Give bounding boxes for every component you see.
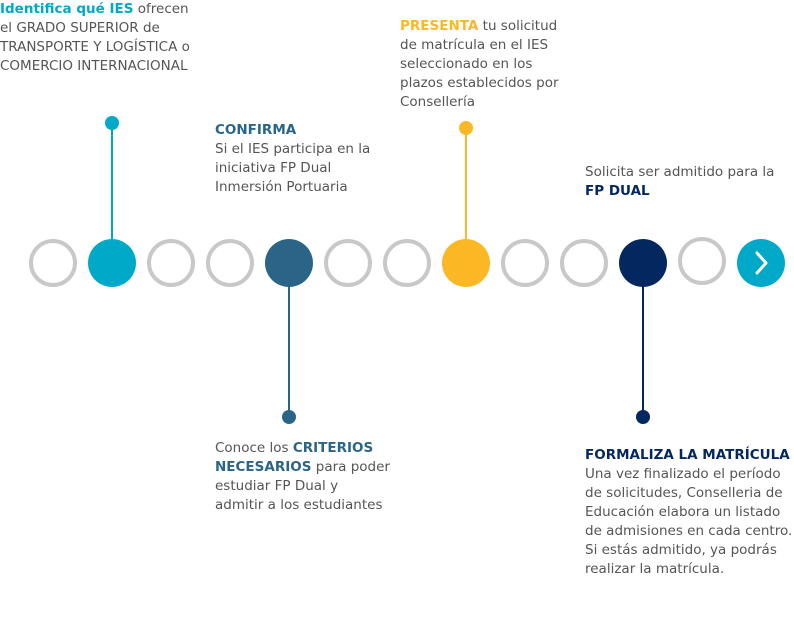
timeline-node — [560, 239, 608, 287]
step-formaliza-text: FORMALIZA LA MATRÍCULA Una vez finalizad… — [585, 446, 794, 579]
step-conoce-highlight: CRITERIOS NECESARIOS — [215, 440, 374, 475]
dot-formaliza — [636, 410, 650, 424]
timeline-node-presenta[interactable] — [442, 239, 490, 287]
timeline-node — [383, 239, 431, 287]
step-confirma-title: CONFIRMA — [215, 122, 297, 138]
step-solicita-text: Solicita ser admitido para la FP DUAL — [585, 163, 785, 201]
step-identifica-text: Identifica qué IES ofrecen el GRADO SUPE… — [0, 0, 195, 76]
step-solicita-body: Solicita ser admitido para la — [585, 164, 775, 180]
dot-conoce — [282, 410, 296, 424]
step-presenta-body: tu solicitud de matrícula en el IES sele… — [400, 18, 559, 110]
stem-formaliza — [642, 286, 644, 416]
step-formaliza-body: Una vez finalizado el período de solicit… — [585, 466, 793, 577]
timeline-node-formaliza[interactable] — [619, 239, 667, 287]
step-confirma-body: Si el IES participa en la iniciativa FP … — [215, 141, 371, 195]
timeline-node — [501, 239, 549, 287]
timeline-node-confirma[interactable] — [265, 239, 313, 287]
step-solicita-highlight: FP DUAL — [585, 183, 650, 199]
chevron-right-icon — [755, 251, 768, 275]
dot-identifica — [105, 116, 119, 130]
timeline-node — [147, 239, 195, 287]
timeline-node — [29, 239, 77, 287]
stem-presenta — [465, 130, 467, 242]
step-confirma-text: CONFIRMA Si el IES participa en la inici… — [215, 121, 385, 197]
step-presenta-highlight: PRESENTA — [400, 18, 479, 34]
stem-identifica — [111, 124, 113, 242]
dot-presenta — [459, 121, 473, 135]
step-conoce-suffix: para poder estudiar FP Dual y admitir a … — [215, 459, 390, 513]
step-conoce-prefix: Conoce los — [215, 440, 293, 456]
stem-conoce — [288, 286, 290, 416]
timeline-node — [678, 237, 726, 285]
step-identifica-highlight: Identifica qué IES — [0, 1, 134, 17]
step-presenta-text: PRESENTA tu solicitud de matrícula en el… — [400, 17, 575, 112]
step-conoce-text: Conoce los CRITERIOS NECESARIOS para pod… — [215, 439, 390, 515]
next-button[interactable] — [737, 239, 785, 287]
step-identifica-body: ofrecen el GRADO SUPERIOR de TRANSPORTE … — [0, 1, 190, 74]
timeline-node — [206, 239, 254, 287]
step-formaliza-title: FORMALIZA LA MATRÍCULA — [585, 447, 790, 463]
timeline-node-identifica[interactable] — [88, 239, 136, 287]
timeline-node — [324, 239, 372, 287]
